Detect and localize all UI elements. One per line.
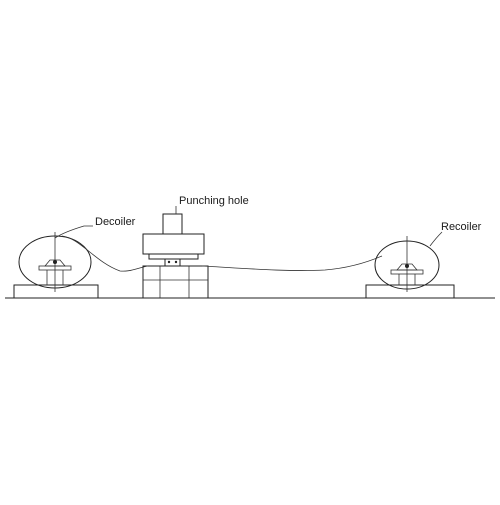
punch-tool-detail-left <box>167 260 171 264</box>
recoiler-base <box>365 284 455 299</box>
recoiler-unit: Recoiler <box>365 221 482 299</box>
punch-ram <box>162 213 183 235</box>
decoiler-hub <box>53 260 57 264</box>
punch-tool-detail-right <box>174 260 178 264</box>
punch-tool <box>164 258 181 267</box>
recoiler-label: Recoiler <box>441 221 482 233</box>
recoiler-hub <box>405 264 409 268</box>
punching-press-unit: Punching hole <box>142 195 249 299</box>
strip-segment-decoiler <box>61 235 149 272</box>
recoiler-leader-line <box>429 231 443 247</box>
recoiler-support-bar <box>390 269 424 275</box>
punching-label: Punching hole <box>179 195 249 207</box>
metal-strip <box>61 235 383 272</box>
press-upper-plate <box>148 253 199 260</box>
strip-segment-recoiler <box>201 255 383 271</box>
decoiler-leader-line <box>54 225 93 239</box>
decoiler-base <box>13 284 99 299</box>
decoiler-label: Decoiler <box>95 216 136 228</box>
press-lower-body <box>142 265 209 299</box>
press-upper-head <box>142 233 205 255</box>
decoiler-unit: Decoiler <box>13 216 136 299</box>
decoiler-support-bar <box>38 265 72 271</box>
